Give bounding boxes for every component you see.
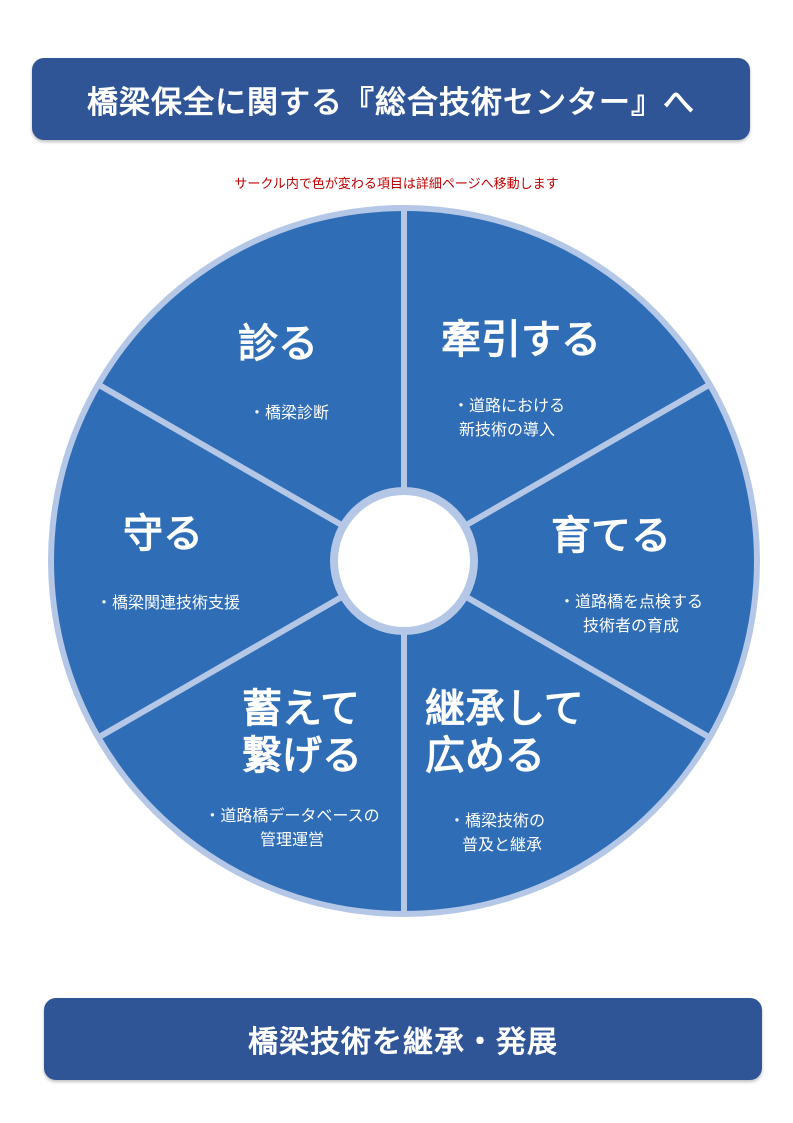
segment-takuwaete-item-1: ・道路橋データベースの — [204, 806, 379, 825]
segment-sodateru-item-2: 技術者の育成 — [583, 616, 679, 635]
segment-takuwaete-label[interactable]: 蓄えて 繋げる ・道路橋データベースの 管理運営 — [204, 686, 379, 849]
segment-keisho-title-1: 継承して — [425, 686, 584, 732]
segment-kenin-item-1: ・道路における — [453, 396, 565, 415]
segment-takuwaete-title-1: 蓄えて — [242, 686, 360, 732]
segment-shinru-title: 診る — [238, 321, 318, 367]
header-title: 橋梁保全に関する『総合技術センター』へ — [87, 84, 695, 121]
footer-banner: 橋梁技術を継承・発展 — [44, 998, 762, 1080]
segment-sodateru-item-1: ・道路橋を点検する — [559, 592, 703, 611]
segment-keisho-item-2: 普及と継承 — [462, 835, 542, 854]
wheel-segment-takuwaete[interactable] — [100, 561, 404, 911]
segment-kenin-label[interactable]: 牽引する ・道路における 新技術の導入 — [441, 317, 601, 439]
wheel-segment-mamoru[interactable] — [53, 386, 404, 736]
segment-mamoru-label[interactable]: 守る ・橋梁関連技術支援 — [96, 511, 240, 612]
footer-title: 橋梁技術を継承・発展 — [248, 1025, 558, 1060]
wheel-segment-shinru[interactable] — [100, 210, 404, 561]
segment-shinru-item: ・橋梁診断 — [249, 403, 329, 422]
segment-sodateru-title: 育てる — [551, 513, 671, 559]
segment-takuwaete-title-2: 繋げる — [242, 733, 362, 779]
segment-keisho-title-2: 広める — [425, 733, 545, 779]
segment-sodateru-label[interactable]: 育てる ・道路橋を点検する 技術者の育成 — [551, 513, 703, 635]
segment-kenin-item-2: 新技術の導入 — [459, 420, 555, 439]
wheel-segment-kenin[interactable] — [404, 211, 708, 561]
segment-keisho-label[interactable]: 継承して 広める ・橋梁技術の 普及と継承 — [425, 686, 584, 854]
wheel-center-hole — [338, 495, 470, 627]
segment-mamoru-item: ・橋梁関連技術支援 — [96, 593, 240, 612]
wheel-segment-keisho[interactable] — [404, 561, 708, 911]
header-banner: 橋梁保全に関する『総合技術センター』へ — [32, 58, 750, 140]
segment-shinru-label[interactable]: 診る ・橋梁診断 — [238, 321, 329, 422]
segment-kenin-title: 牽引する — [441, 317, 601, 363]
segment-takuwaete-item-2: 管理運営 — [260, 830, 324, 849]
wheel-segment-sodateru[interactable] — [404, 386, 755, 736]
segment-mamoru-title: 守る — [123, 511, 203, 557]
segment-keisho-item-1: ・橋梁技術の — [449, 811, 545, 830]
instruction-text: サークル内で色が変わる項目は詳細ページへ移動します — [234, 177, 559, 192]
